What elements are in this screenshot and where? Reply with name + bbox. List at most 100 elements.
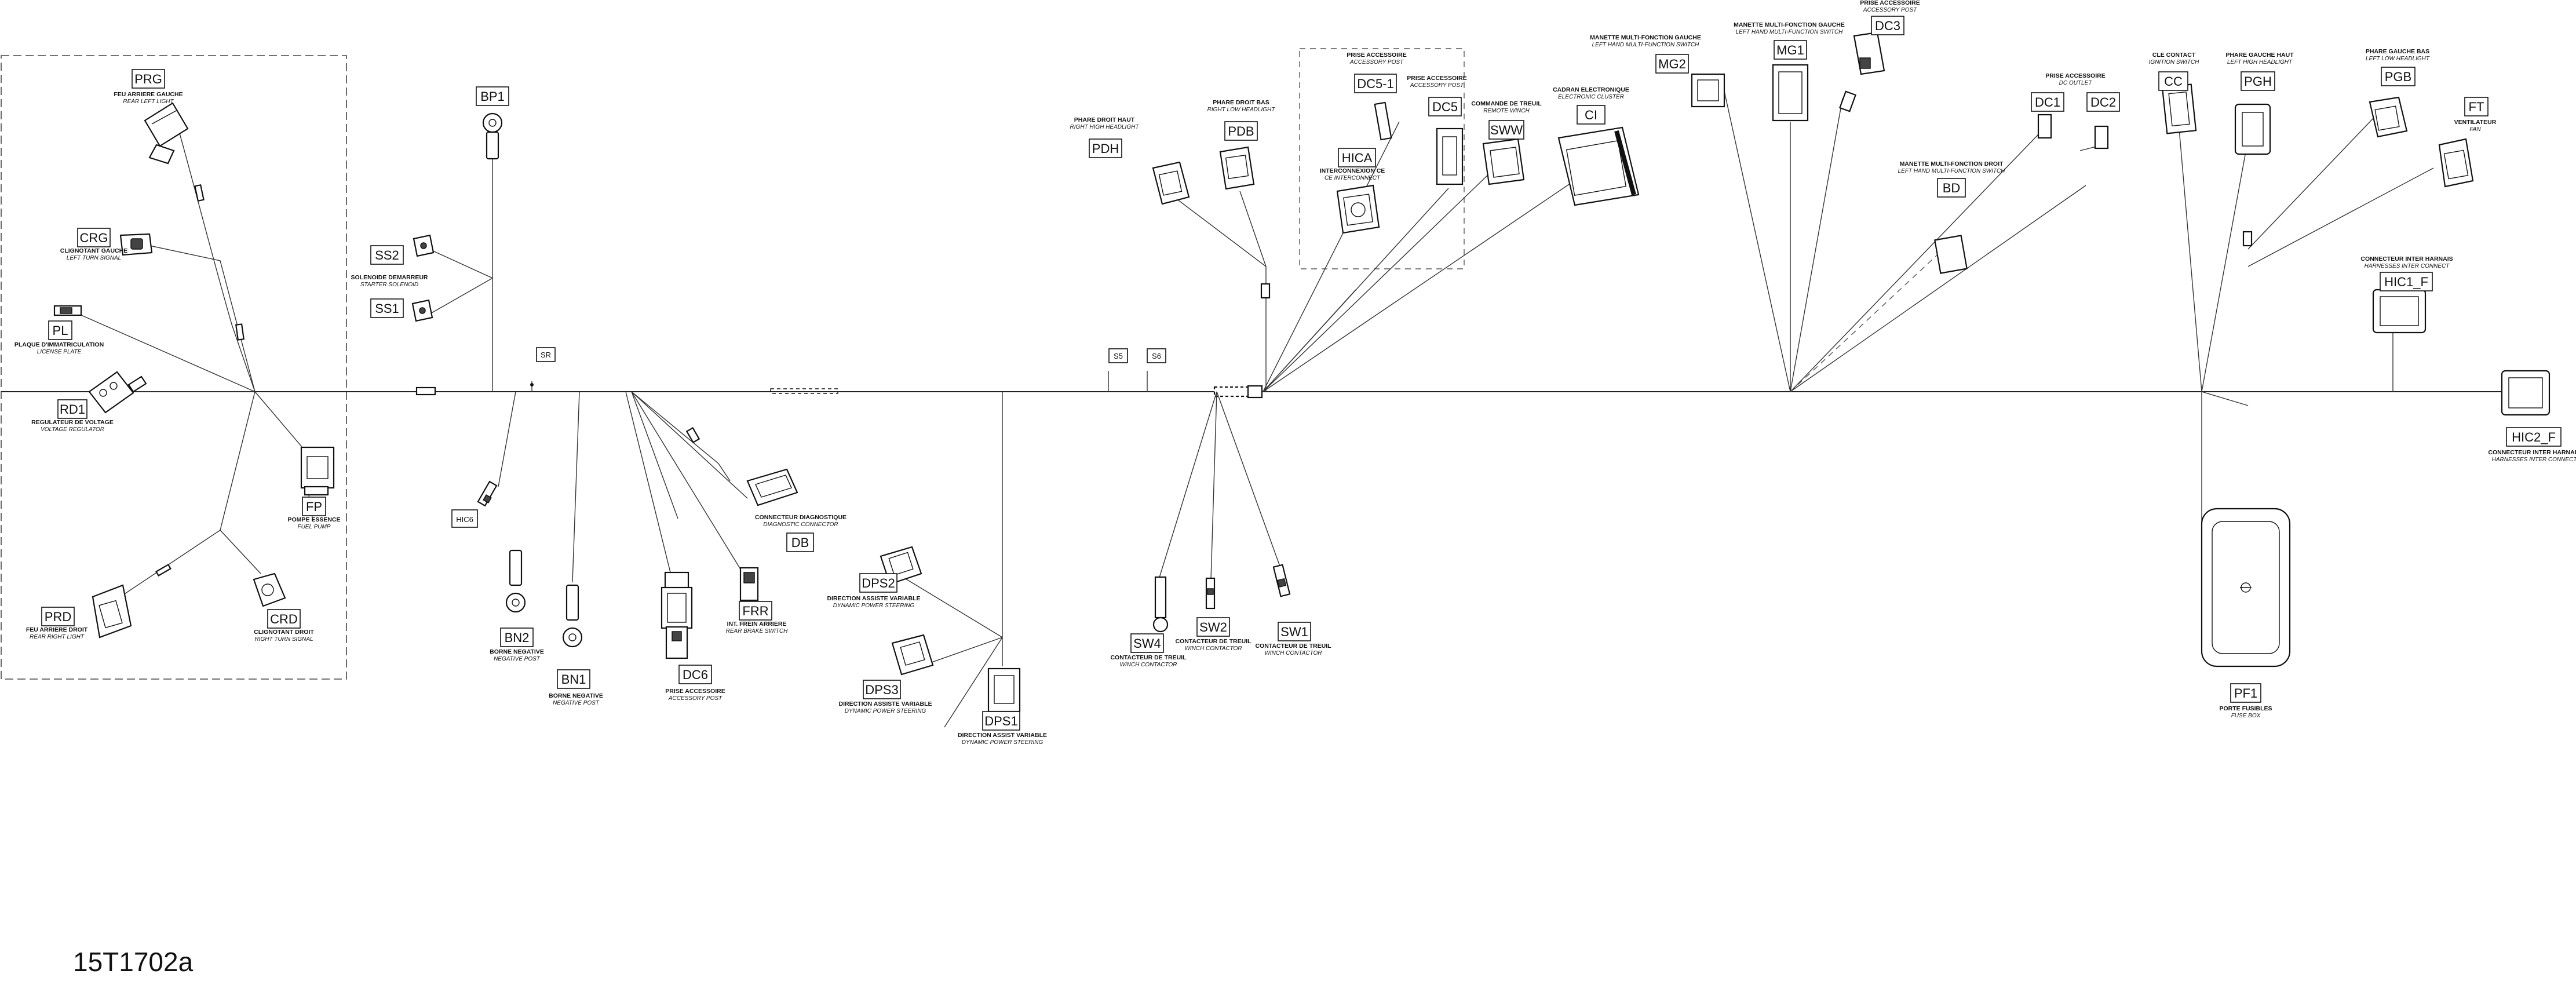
pdh-connector [1152,161,1190,205]
label-bn1: BN1 BORNE NEGATIVE NEGATIVE POST [549,669,603,706]
svg-text:PRISE ACCESSOIRE: PRISE ACCESSOIRE [2045,72,2105,79]
label-frr: FRR INT. FREIN ARRIERE REAR BRAKE SWITCH [726,601,788,634]
svg-text:BN2: BN2 [505,630,530,645]
svg-text:REAR LEFT LIGHT: REAR LEFT LIGHT [123,99,174,105]
svg-text:PDH: PDH [1092,141,1119,156]
svg-text:CLE CONTACT: CLE CONTACT [2152,52,2196,59]
svg-text:PRG: PRG [134,72,162,86]
svg-text:SWW: SWW [1490,123,1523,137]
hica-connector [1336,184,1380,234]
solenoid-branch-wires [431,119,534,392]
svg-text:FAN: FAN [2469,126,2481,133]
label-dps3: DPS3 DIRECTION ASSISTE VARIABLE DYNAMIC … [838,680,932,714]
dc6-connector [661,571,693,659]
sw4-connector [1152,576,1169,633]
svg-text:LICENSE PLATE: LICENSE PLATE [37,349,82,355]
label-cc: CLE CONTACT IGNITION SWITCH CC [2149,52,2199,91]
svg-text:BP1: BP1 [480,89,505,104]
svg-text:SOLENOIDE DEMARREUR: SOLENOIDE DEMARREUR [351,274,428,281]
dc3-connector [1839,31,1885,112]
label-dc5: PRISE ACCESSOIRE ACCESSORY POST DC5 [1407,75,1467,116]
svg-text:ACCESSORY POST: ACCESSORY POST [1410,82,1464,89]
label-pdh: PHARE DROIT HAUT RIGHT HIGH HEADLIGHT PD… [1070,116,1139,158]
bn1-ring-terminal [562,584,583,648]
svg-text:FEU ARRIERE DROIT: FEU ARRIERE DROIT [26,626,88,633]
label-pdb: PHARE DROIT BAS RIGHT LOW HEADLIGHT PDB [1207,99,1276,141]
svg-text:DYNAMIC POWER STEERING: DYNAMIC POWER STEERING [845,708,926,714]
svg-text:VOLTAGE REGULATOR: VOLTAGE REGULATOR [41,426,104,433]
bp1-ring-terminal [482,112,503,160]
bn2-ring-terminal [505,549,526,613]
svg-text:DIRECTION ASSISTE VARIABLE: DIRECTION ASSISTE VARIABLE [838,701,932,707]
dps1-connector [987,667,1021,713]
label-mg2: MANETTE MULTI-FONCTION GAUCHE LEFT HAND … [1590,34,1701,74]
svg-text:INT. FREIN ARRIERE: INT. FREIN ARRIERE [727,621,787,628]
ss1-connector [411,299,433,322]
rd1-connector [88,371,147,414]
label-dc2: DC2 [2086,92,2120,112]
svg-text:FT: FT [2469,100,2484,114]
dc2-connector [2094,125,2109,149]
svg-text:PRD: PRD [45,610,71,624]
svg-text:REGULATEUR DE VOLTAGE: REGULATEUR DE VOLTAGE [31,419,114,426]
rear-branch-wires [69,125,313,600]
svg-text:BORNE NEGATIVE: BORNE NEGATIVE [549,692,603,699]
svg-text:POMPE ESSENCE: POMPE ESSENCE [287,516,340,523]
label-mg1: MANETTE MULTI-FONCTION GAUCHE LEFT HAND … [1734,21,1845,60]
svg-text:PORTE FUSIBLES: PORTE FUSIBLES [2219,705,2272,712]
svg-text:DPS2: DPS2 [862,576,895,590]
svg-text:DYNAMIC POWER STEERING: DYNAMIC POWER STEERING [962,739,1043,746]
svg-text:NEGATIVE POST: NEGATIVE POST [494,656,541,662]
label-ss2: SS2 [370,245,404,265]
prd-connector [92,584,132,639]
svg-text:DIAGNOSTIC CONNECTOR: DIAGNOSTIC CONNECTOR [763,521,838,528]
pdb-connector [1219,146,1255,190]
fp-connector [300,446,335,496]
svg-text:DC5: DC5 [1432,100,1458,114]
svg-text:HIC2_F: HIC2_F [2512,430,2556,444]
svg-text:ACCESSORY POST: ACCESSORY POST [668,695,723,702]
hic1-f-connector [2372,289,2427,334]
svg-text:PHARE DROIT HAUT: PHARE DROIT HAUT [1074,116,1135,123]
label-prd: PRD FEU ARRIERE DROIT REAR RIGHT LIGHT [26,607,88,640]
frr-connector [739,567,759,601]
svg-text:RD1: RD1 [60,402,85,417]
svg-text:LEFT LOW HEADLIGHT: LEFT LOW HEADLIGHT [2366,56,2430,62]
dc1-connector [2037,114,2052,139]
svg-text:DIRECTION ASSIST VARIABLE: DIRECTION ASSIST VARIABLE [958,732,1047,739]
label-rd1: RD1 REGULATEUR DE VOLTAGE VOLTAGE REGULA… [31,399,114,433]
svg-text:CC: CC [2164,74,2183,89]
svg-text:LEFT TURN SIGNAL: LEFT TURN SIGNAL [67,255,121,261]
label-dps1: DPS1 DIRECTION ASSIST VARIABLE DYNAMIC P… [958,711,1047,746]
label-db: CONNECTEUR DIAGNOSTIQUE DIAGNOSTIC CONNE… [755,514,846,552]
label-prg: PRG FEU ARRIERE GAUCHE REAR LEFT LIGHT [114,69,183,105]
svg-text:INTERCONNEXION CE: INTERCONNEXION CE [1320,167,1385,174]
svg-text:ELECTRONIC CLUSTER: ELECTRONIC CLUSTER [1558,94,1624,100]
svg-text:SW4: SW4 [1133,636,1161,651]
cc-connector [2161,83,2197,134]
svg-text:CLIGNOTANT DROIT: CLIGNOTANT DROIT [254,629,314,636]
label-sww: COMMANDE DE TREUIL REMOTE WINCH SWW [1471,100,1542,140]
svg-text:PDB: PDB [1228,124,1254,138]
svg-text:HIC1_F: HIC1_F [2384,275,2428,289]
label-hic6: HIC6 [451,509,478,528]
svg-text:DC2: DC2 [2090,95,2116,110]
label-sw4: SW4 CONTACTEUR DE TREUIL WINCH CONTACTOR [1110,633,1187,668]
svg-text:NEGATIVE POST: NEGATIVE POST [553,700,600,706]
svg-text:PGB: PGB [2385,70,2411,84]
crg-connector [119,233,153,256]
label-pf1: PF1 PORTE FUSIBLES FUSE BOX [2219,683,2272,719]
svg-text:FUEL PUMP: FUEL PUMP [297,524,330,530]
label-ft: FT VENTILATEUR FAN [2454,97,2497,133]
svg-text:PL: PL [53,323,68,338]
svg-text:RIGHT LOW HEADLIGHT: RIGHT LOW HEADLIGHT [1207,107,1276,113]
svg-text:PF1: PF1 [2234,686,2257,701]
rear-section-boundary [1,55,347,680]
svg-text:DPS3: DPS3 [865,683,898,697]
svg-text:DC1: DC1 [2035,95,2060,110]
svg-text:LEFT HAND MULTI-FUNCTION SWITC: LEFT HAND MULTI-FUNCTION SWITCH [1898,168,2006,174]
svg-text:CRD: CRD [270,612,298,626]
svg-text:HIC6: HIC6 [456,515,473,524]
svg-text:BD: BD [1943,181,1961,195]
svg-text:PGH: PGH [2244,74,2272,89]
